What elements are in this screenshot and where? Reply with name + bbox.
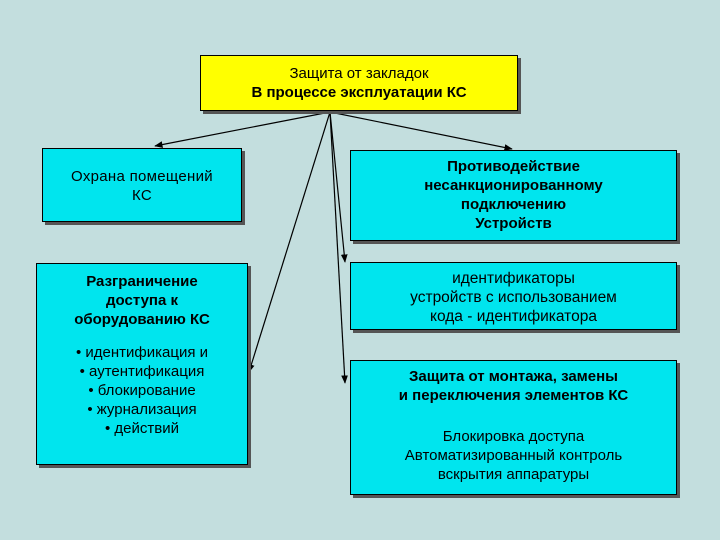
counter-line-3: подключению (460, 196, 567, 213)
rooms-line-1: Охрана помещений (71, 168, 213, 185)
rooms-line-2: КС (131, 187, 152, 204)
root-node: Защита от закладок В процессе эксплуатац… (200, 55, 518, 111)
access-title-2: доступа к (106, 292, 178, 309)
ident-line-1: идентификаторы (452, 270, 575, 287)
access-item: • блокирование (88, 382, 196, 399)
mount-title-1: Защита от монтажа, замены (409, 368, 618, 385)
node-counter-connection: Противодействие несанкционированному под… (350, 150, 677, 241)
arrow-to-access (248, 111, 331, 373)
access-item: • действий (105, 420, 179, 437)
node-access-control: Разграничение доступа к оборудованию КС … (36, 263, 248, 465)
arrow-to-mount (329, 111, 348, 384)
arrow-to-counter (329, 111, 513, 151)
counter-line-4: Устройств (475, 215, 552, 232)
mount-item: вскрытия аппаратуры (437, 466, 590, 483)
access-item: • журнализация (87, 401, 197, 418)
counter-line-2: несанкционированному (424, 177, 603, 194)
mount-item: Автоматизированный контроль (404, 447, 623, 464)
arrow-to-rooms (154, 111, 331, 148)
node-mount-protection: Защита от монтажа, замены и переключения… (350, 360, 677, 495)
access-title-3: оборудованию КС (74, 311, 210, 328)
node-rooms: Охрана помещений КС (42, 148, 242, 222)
mount-item: Блокировка доступа (442, 428, 585, 445)
ident-line-3: кода - идентификатора (430, 308, 597, 325)
node-identifiers: идентификаторы устройств с использование… (350, 262, 677, 330)
ident-line-2: устройств с использованием (410, 289, 617, 306)
root-line-1: Защита от закладок (289, 65, 429, 82)
access-item: • аутентификация (79, 363, 205, 380)
access-item: • идентификация и (75, 344, 209, 361)
counter-line-1: Противодействие (447, 158, 580, 175)
arrow-to-ident (329, 111, 348, 263)
root-line-2: В процессе эксплуатации КС (251, 84, 467, 101)
mount-title-2: и переключения элементов КС (398, 387, 629, 404)
access-title-1: Разграничение (86, 273, 198, 290)
